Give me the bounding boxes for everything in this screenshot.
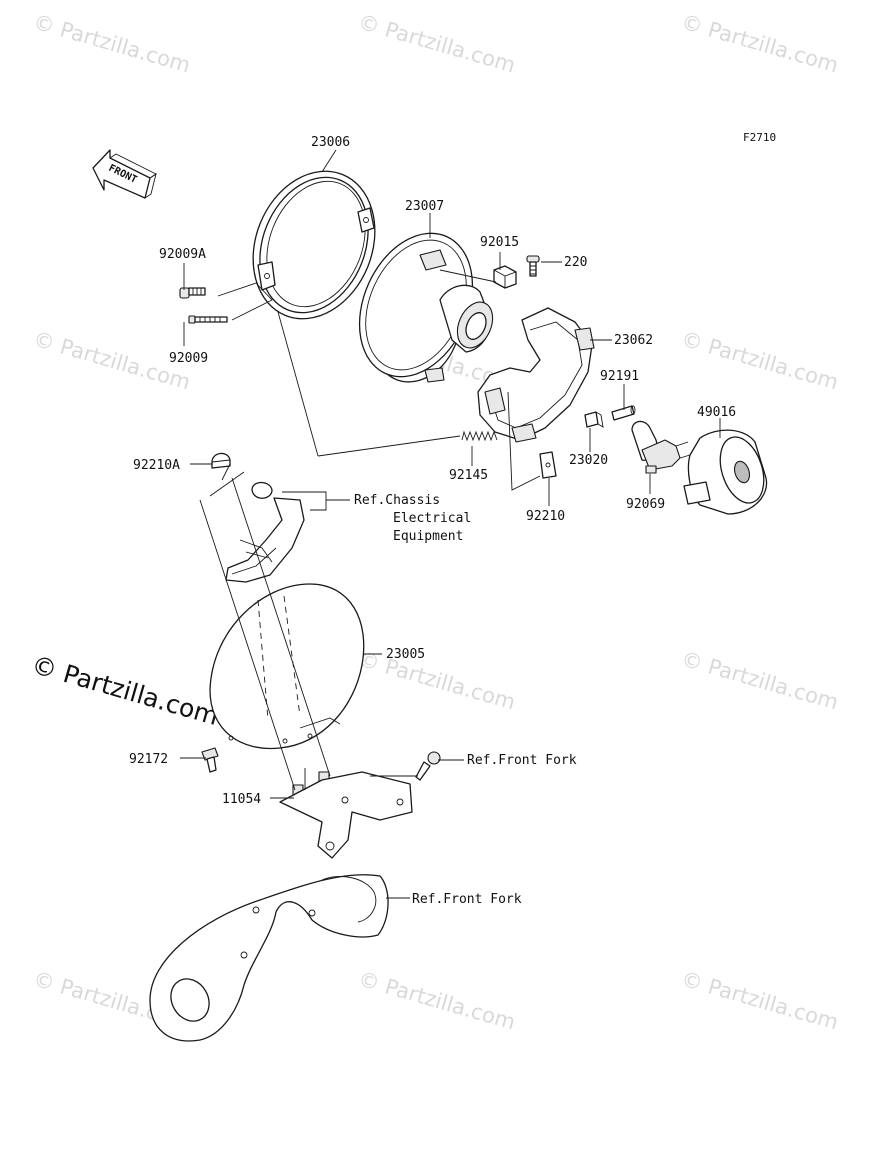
headlight-case-23062[interactable] [477, 307, 595, 443]
watermark: © Partzilla.com [679, 647, 841, 715]
headlight-rim-23006[interactable] [232, 153, 396, 337]
nut-92210a[interactable] [211, 452, 231, 469]
part-labels: 23006 23007 92015 220 92009A 92009 23062… [129, 135, 736, 807]
nut-92015[interactable] [493, 265, 517, 289]
ref-chassis-line3: Equipment [393, 529, 463, 544]
socket-23020[interactable] [584, 411, 604, 428]
label-92009a: 92009A [159, 247, 206, 262]
spring-92145[interactable] [461, 430, 498, 442]
lower-fork-bracket[interactable] [149, 874, 389, 1042]
ref-front-fork-lower: Ref.Front Fork [412, 892, 522, 907]
tube-92191[interactable] [611, 405, 636, 421]
label-11054: 11054 [222, 792, 261, 807]
watermark: © Partzilla.com [356, 647, 518, 715]
watermark: © Partzilla.com [356, 967, 518, 1035]
ref-chassis-line1: Ref.Chassis [354, 493, 440, 508]
screw-220[interactable] [526, 255, 540, 277]
headlight-cover-23005[interactable] [209, 583, 365, 750]
label-220: 220 [564, 255, 587, 270]
ref-chassis-line2: Electrical [393, 511, 471, 526]
watermark: © Partzilla.com [679, 967, 841, 1035]
rubber-boot-49016[interactable] [683, 429, 772, 515]
front-direction-arrow: FRONT [92, 149, 157, 199]
plate-92210[interactable] [539, 451, 557, 479]
screw-92009a[interactable] [179, 287, 206, 299]
label-92069: 92069 [626, 497, 665, 512]
assembly-lines [199, 269, 541, 791]
chassis-bracket[interactable] [225, 481, 305, 583]
figure-code: F2710 [743, 131, 776, 144]
label-92172: 92172 [129, 752, 168, 767]
label-92210: 92210 [526, 509, 565, 524]
ref-front-fork-upper: Ref.Front Fork [467, 753, 577, 768]
label-23005: 23005 [386, 647, 425, 662]
watermark: © Partzilla.com [679, 10, 841, 78]
label-92191: 92191 [600, 369, 639, 384]
label-92145: 92145 [449, 468, 488, 483]
screw-92009[interactable] [188, 315, 228, 324]
bracket-11054[interactable] [279, 771, 413, 859]
label-92009: 92009 [169, 351, 208, 366]
label-92210a: 92210A [133, 458, 180, 473]
front-fork-screw[interactable] [415, 751, 441, 781]
leader-lines [180, 149, 721, 899]
label-23006: 23006 [311, 135, 350, 150]
screw-92172[interactable] [201, 747, 219, 773]
label-23007: 23007 [405, 199, 444, 214]
label-23020: 23020 [569, 453, 608, 468]
watermark: © Partzilla.com [31, 10, 193, 78]
label-92015: 92015 [480, 235, 519, 250]
label-23062: 23062 [614, 333, 653, 348]
reference-labels: Ref.Chassis Electrical Equipment Ref.Fro… [354, 493, 577, 907]
watermark-large: © Partzilla.com [28, 650, 221, 731]
watermark: © Partzilla.com [679, 327, 841, 395]
headlight-unit-23007[interactable] [338, 215, 499, 394]
bulb-92069[interactable] [631, 420, 691, 474]
label-49016: 49016 [697, 405, 736, 420]
watermark: © Partzilla.com [356, 10, 518, 78]
